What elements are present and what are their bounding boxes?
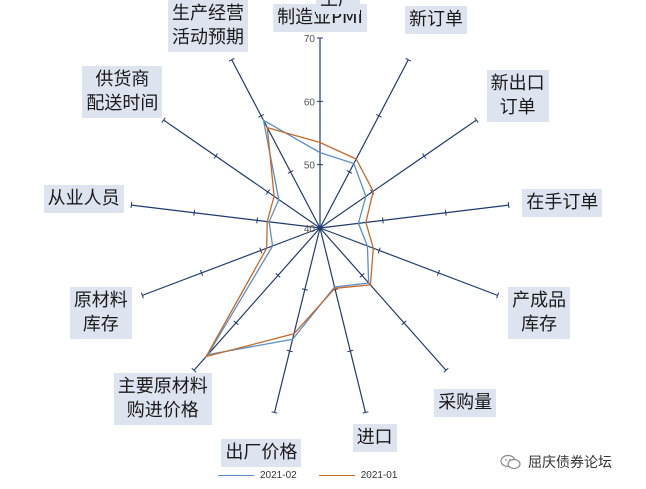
spoke-tick (191, 367, 197, 373)
spoke-line (319, 227, 367, 413)
spoke-tick (200, 269, 204, 276)
spoke-tick (422, 153, 427, 159)
axis-label: 主要原材料购进价格 (113, 372, 212, 425)
spoke-line (319, 59, 409, 229)
axis-label: 采购量 (434, 388, 497, 417)
spoke-tick (347, 349, 354, 353)
spoke-line (131, 204, 321, 229)
axis-label: 原材料库存 (69, 286, 132, 339)
legend-label: 2021-01 (360, 470, 398, 481)
tick-label: 60 (304, 97, 316, 108)
spoke-line (319, 227, 498, 296)
tick-label: 70 (304, 34, 316, 45)
spoke-tick (496, 292, 500, 299)
spoke-line (319, 119, 477, 229)
spoke-tick (474, 117, 479, 123)
axis-label: 生产经营活动预期 (168, 0, 249, 53)
spoke-tick (193, 209, 196, 216)
spoke-tick (161, 117, 166, 123)
axis-label: 出厂价格 (221, 439, 302, 468)
spoke-tick (377, 247, 381, 254)
spoke-line (319, 227, 447, 371)
wechat-icon (500, 454, 521, 470)
spoke-tick (213, 153, 218, 159)
spoke-tick (271, 411, 278, 414)
spoke-tick (256, 217, 258, 224)
spoke-tick (228, 57, 235, 62)
series-line-2 (204, 126, 374, 358)
spoke-line (163, 119, 321, 229)
spoke-tick (375, 114, 382, 118)
spoke-tick (286, 349, 293, 353)
legend-swatch (318, 475, 355, 476)
axis-label: 新出口订单 (486, 70, 549, 123)
spoke-tick (265, 189, 270, 195)
spoke-tick (359, 273, 365, 278)
spoke-line (273, 227, 321, 413)
legend-label: 2021-02 (260, 470, 297, 481)
spoke-tick (130, 202, 133, 209)
watermark: 屈庆债券论坛 (500, 452, 612, 472)
spoke-tick (259, 247, 263, 254)
axis-label: 新订单 (404, 6, 467, 35)
tick-label: 40 (304, 224, 316, 235)
spoke-tick (436, 269, 440, 276)
spoke-tick (443, 367, 449, 373)
legend-item-series-2: 2021-01 (318, 470, 398, 481)
spoke-tick (507, 202, 510, 209)
spoke-tick (287, 170, 294, 174)
tick-label: 50 (304, 161, 316, 172)
axis-label: 生产 (316, 0, 360, 14)
spoke-tick (258, 114, 265, 118)
spoke-tick (233, 320, 239, 326)
watermark-text: 屈庆债券论坛 (528, 455, 612, 471)
spoke-line (319, 204, 509, 229)
spoke-tick (405, 57, 412, 62)
spoke-tick (301, 288, 308, 291)
spoke-line (142, 227, 321, 296)
spoke-tick (275, 273, 281, 278)
spoke-line (193, 227, 321, 371)
axis-label: 从业人员 (43, 184, 124, 213)
series-line-1 (206, 119, 370, 356)
axis-label: 进口 (352, 424, 397, 452)
spoke-tick (346, 170, 353, 174)
axis-label: 产成品库存 (508, 286, 571, 339)
legend-item-series-1: 2021-02 (218, 470, 297, 481)
spoke-tick (401, 320, 407, 326)
spoke-tick (140, 292, 144, 299)
legend: 2021-02 2021-01 (218, 470, 419, 481)
axis-label: 在手订单 (522, 188, 603, 217)
spoke-tick (382, 217, 384, 224)
axis-label: 供货商配送时间 (82, 66, 163, 119)
spoke-tick (444, 209, 447, 216)
spoke-line (231, 59, 321, 229)
spoke-tick (362, 411, 369, 414)
legend-swatch (218, 475, 254, 476)
